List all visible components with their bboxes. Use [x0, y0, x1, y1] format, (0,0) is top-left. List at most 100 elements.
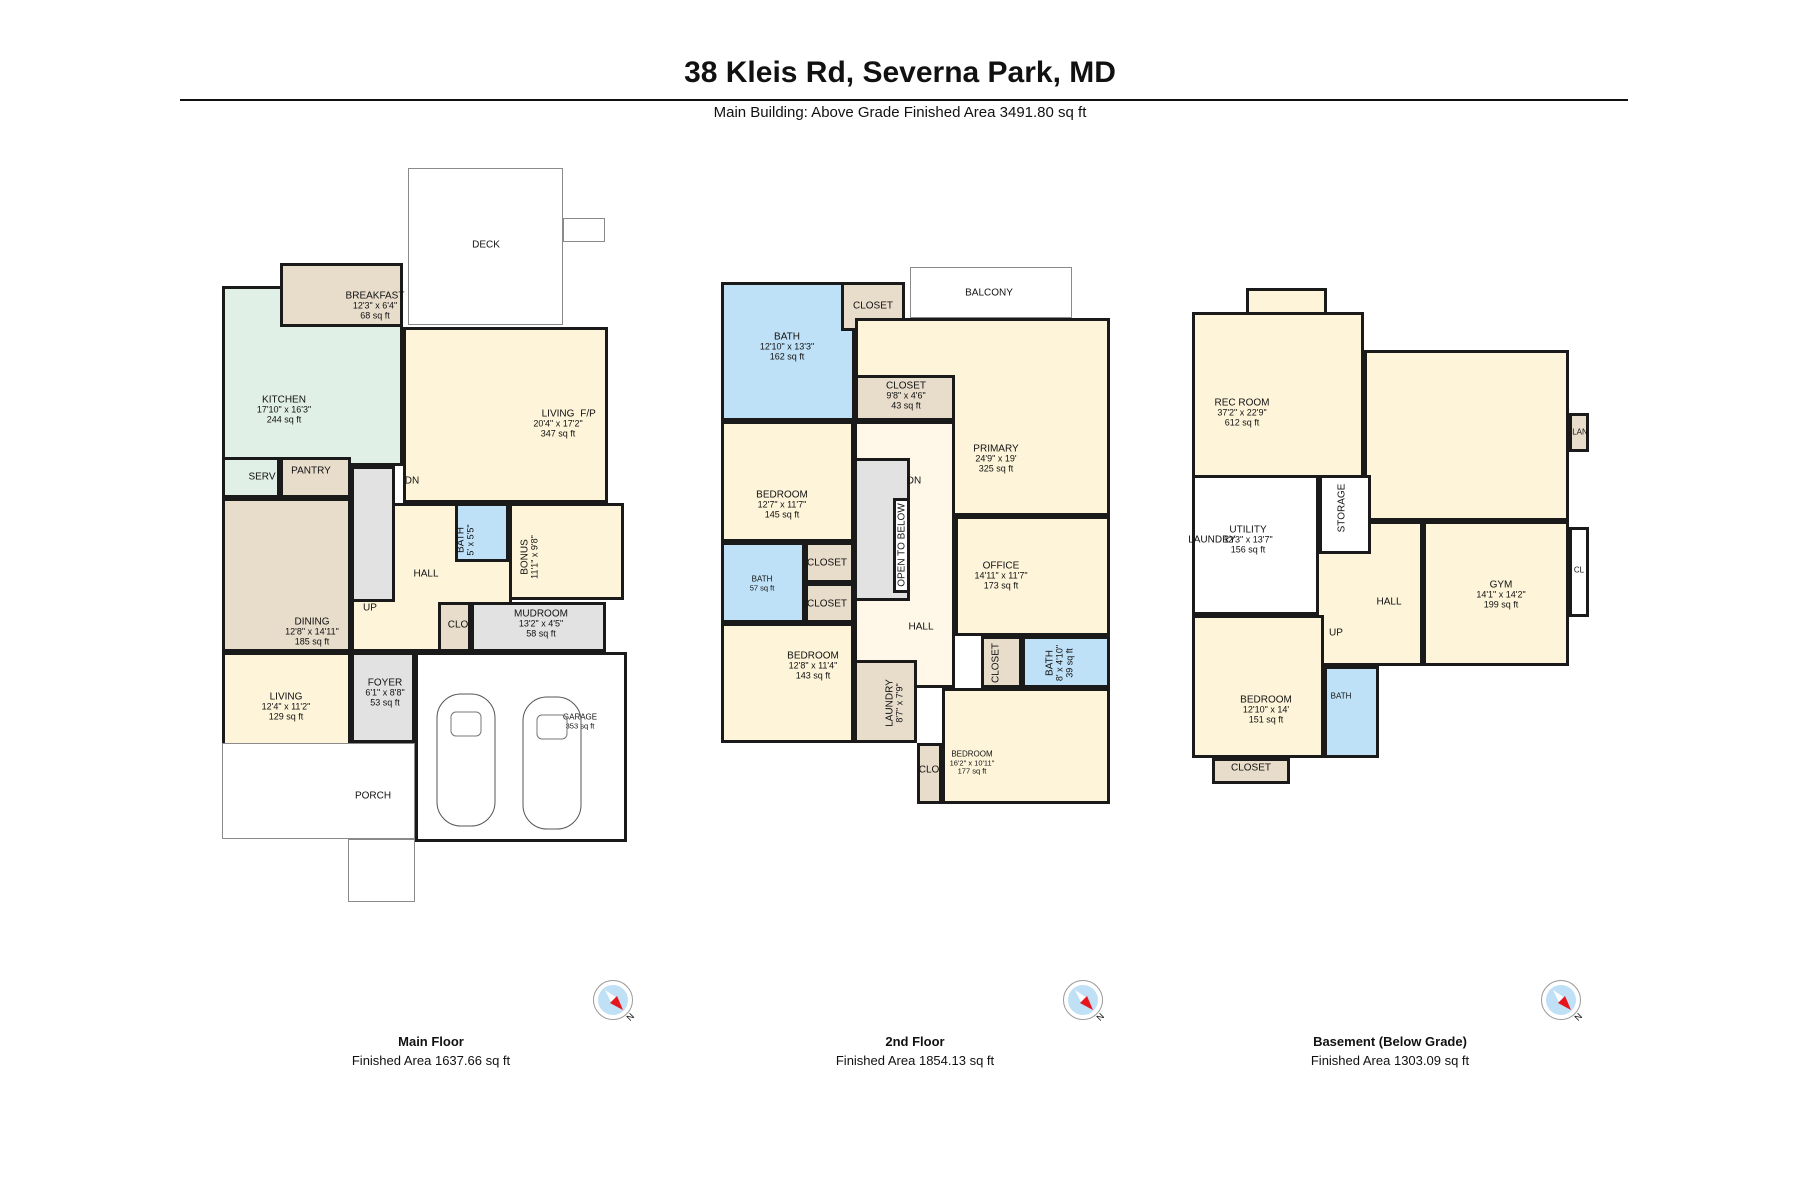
room-name: UP [1329, 627, 1343, 639]
foyer-area [351, 652, 415, 743]
bonus-area [509, 503, 624, 600]
closet-area [1212, 758, 1290, 784]
serv-area [222, 457, 280, 498]
room-label: CLO [919, 765, 940, 776]
room-label: BATH [1331, 692, 1352, 702]
room-label: SERV [248, 472, 275, 483]
bath-area [721, 542, 805, 623]
room-name: BATH [751, 574, 773, 584]
room-name: CLOSET [885, 380, 927, 392]
primary-bath-area [721, 282, 855, 421]
garage-cars [415, 652, 627, 847]
room-name: LAN [1572, 427, 1588, 437]
deck-steps-area [563, 218, 605, 242]
bedroom-area [942, 688, 1110, 804]
walk-in-closet-area [855, 375, 955, 421]
room-name: BEDROOM [951, 749, 993, 759]
room-label: HALL [413, 569, 438, 580]
room-name: BALCONY [965, 287, 1013, 299]
compass-icon: N [1541, 980, 1584, 1023]
car-windshield-icon [450, 711, 482, 737]
room-area: 143 sq ft [795, 670, 831, 681]
room-label: UP [1329, 628, 1343, 639]
room-name: BEDROOM [787, 650, 839, 662]
room-name: REC ROOM [1214, 397, 1270, 409]
closet-area [805, 583, 854, 623]
room-name: BREAKFAST [345, 290, 405, 302]
room-label: DN [405, 476, 419, 487]
room-dims: 13'2" x 4'5" [518, 618, 564, 629]
room-dims: 16'2" x 10'11" [949, 758, 995, 768]
room-label: DN [907, 476, 921, 487]
room-name: DN [404, 475, 420, 487]
room-area: 325 sq ft [978, 463, 1014, 474]
compass-needle-icon [1075, 990, 1093, 1010]
bath-area [1022, 636, 1110, 688]
page-subtitle: Main Building: Above Grade Finished Area… [713, 104, 1087, 121]
porch-steps-area [348, 839, 415, 902]
bedroom-area [721, 623, 854, 743]
room-dims: 12'10" x 14' [1242, 704, 1290, 715]
room-area: 177 sq ft [957, 766, 987, 776]
room-label: HALL [908, 622, 933, 633]
lan-area [1569, 413, 1589, 452]
garage-area [415, 652, 627, 842]
room-name: LAUNDRY [1188, 534, 1236, 546]
floor-finished-area: Finished Area 1303.09 sq ft [1310, 1053, 1470, 1068]
pantry-area [280, 457, 351, 498]
room-area: 612 sq ft [1224, 417, 1260, 428]
room-name: CLOSET [806, 598, 848, 610]
floor-finished-area: Finished Area 1637.66 sq ft [351, 1053, 511, 1068]
room-dims: 14'11" x 11'7" [974, 570, 1028, 581]
basement-caption: Basement (Below Grade)Finished Area 1303… [1311, 1034, 1469, 1068]
floor-name: Main Floor [398, 1034, 464, 1049]
breakfast-area [280, 263, 403, 327]
room-dims: 12'4" x 11'2" [261, 701, 311, 712]
compass-icon: N [1063, 980, 1106, 1023]
office-area [955, 516, 1110, 636]
room-label: BALCONY [965, 288, 1013, 299]
room-label: CLOSET [807, 599, 847, 610]
room-dims: 37'2" x 22'9" [1217, 407, 1267, 418]
room-dims: 57 sq ft [749, 583, 775, 593]
room-label: F/P [580, 409, 596, 420]
room-name: CLOSET [1230, 762, 1272, 774]
room-name: LIVING [269, 691, 303, 703]
floor-finished-area: Finished Area 1854.13 sq ft [835, 1053, 995, 1068]
room-area: 173 sq ft [983, 580, 1019, 591]
room-dims: 20'4" x 17'2" [533, 418, 583, 429]
room-dims: 6'1" x 8'8" [365, 687, 405, 698]
storage-area [1319, 475, 1371, 554]
room-dims: 12'7" x 11'7" [757, 499, 807, 510]
bedroom-area [1192, 615, 1324, 758]
room-area: 244 sq ft [266, 414, 302, 425]
room-name: UTILITY [1229, 524, 1267, 536]
living-room-area [403, 327, 608, 503]
room-area: 53 sq ft [370, 697, 400, 708]
room-dims: 12'3" x 6'4" [352, 300, 398, 311]
porch-area [222, 743, 415, 839]
room-label: CLO [448, 620, 469, 631]
room-label: CL [1574, 566, 1584, 576]
room-label: STORAGE [1337, 484, 1348, 533]
room-area: 58 sq ft [526, 628, 556, 639]
room-dims: 12'10" x 13'3" [759, 341, 815, 352]
room-dims: 24'9" x 19' [975, 453, 1017, 464]
room-name: LIVING [541, 408, 575, 420]
room-name: DN [906, 475, 922, 487]
car-icon [522, 696, 582, 830]
